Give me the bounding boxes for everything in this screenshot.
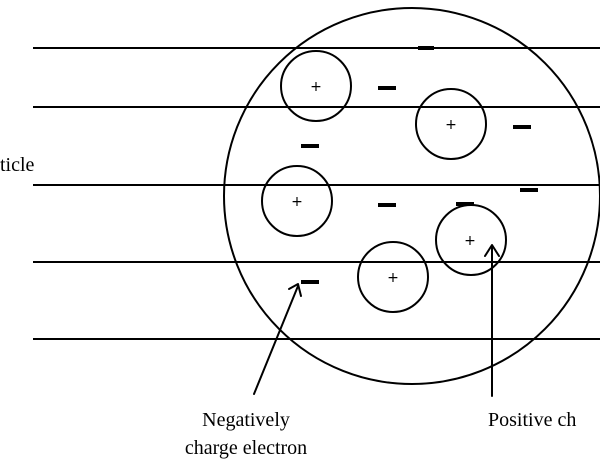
atom-sphere — [223, 7, 600, 385]
plus-sign: + — [387, 270, 399, 286]
field-lines — [33, 47, 600, 340]
electrons — [301, 46, 538, 284]
arrows — [253, 244, 500, 397]
left-partial-label: ticle — [0, 154, 35, 176]
positive-arrow — [484, 244, 500, 397]
plus-sign: + — [310, 79, 322, 95]
plus-sign: + — [291, 194, 303, 210]
negative-label-line1: Negatively — [202, 409, 290, 431]
positive-charge — [357, 241, 429, 313]
positive-charge — [280, 50, 352, 122]
plus-sign: + — [464, 233, 476, 249]
electron-arrow — [253, 283, 302, 395]
positive-charge — [415, 88, 487, 160]
plus-sign: + — [445, 117, 457, 133]
positive-partial-label: Positive ch — [488, 409, 576, 431]
negative-label-line2: charge electron — [185, 437, 307, 459]
positive-charges — [261, 50, 507, 313]
plus-signs: + + + + + — [291, 79, 476, 286]
positive-charge — [261, 165, 333, 237]
